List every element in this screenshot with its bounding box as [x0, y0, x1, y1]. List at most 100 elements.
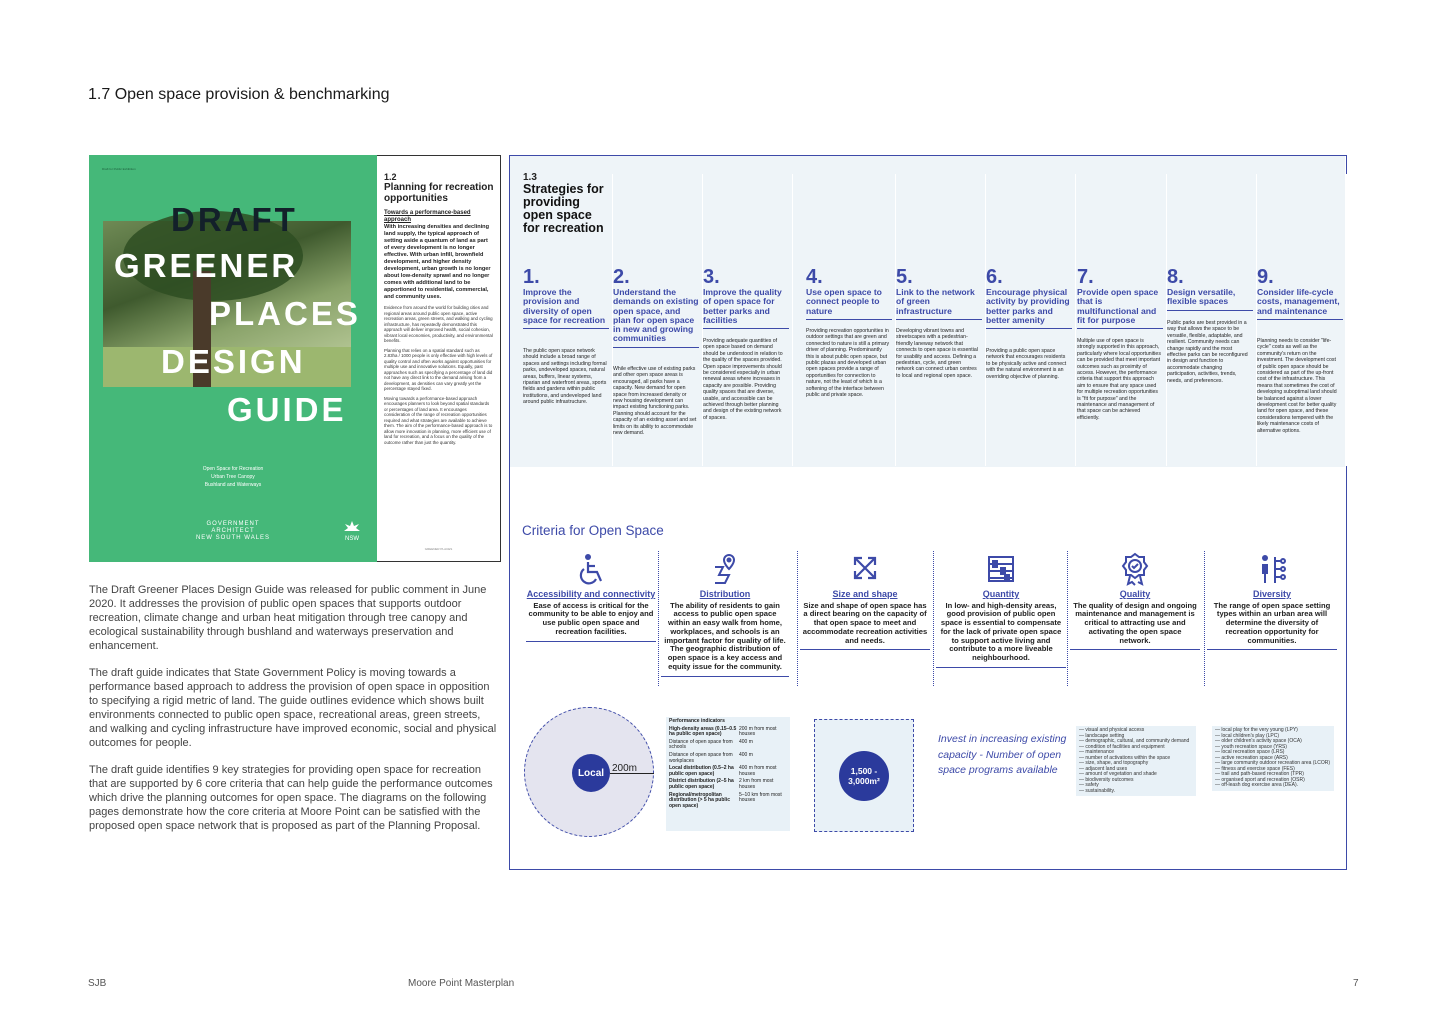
intro-paragraph: The Draft Greener Places Design Guide wa… — [89, 584, 487, 652]
list-item: — organised sport and recreation (OSR) — [1215, 776, 1305, 783]
area-marker: 1,500 - 3,000m² — [839, 751, 889, 801]
list-item: — trail and path-based recreation (TPR) — [1215, 771, 1304, 777]
walk-radius-diagram: 200m Local — [524, 707, 654, 837]
criterion-name: Quality — [1119, 589, 1151, 599]
list-item: — adjacent land uses — [1079, 765, 1128, 772]
local-marker: Local — [572, 754, 610, 792]
criterion-name: Accessibility and connectivity — [526, 589, 656, 599]
criterion-description: The ability of residents to gain access … — [661, 601, 789, 677]
strategy-number: 8. — [1167, 266, 1184, 288]
criterion-description: Ease of access is critical for the commu… — [526, 601, 656, 642]
criterion-description: The range of open space setting types wi… — [1207, 601, 1337, 651]
list-item: — size, shape, and topography — [1079, 760, 1149, 766]
cover-word: DESIGN — [161, 343, 306, 380]
page-title: 1.7 Open space provision & benchmarking — [88, 86, 390, 103]
section-lead: With increasing densities and declining … — [384, 224, 491, 300]
strategy-body: Providing adequate quantities of open sp… — [703, 338, 783, 421]
strategy-number: 7. — [1077, 266, 1094, 288]
section-subheading: Towards a performance-based approach — [384, 210, 471, 223]
strategy-body: While effective use of existing parks an… — [613, 366, 697, 437]
strategy-number: 4. — [806, 266, 823, 288]
strategy-number: 6. — [986, 266, 1003, 288]
strategy-title: Use open space to connect people to natu… — [806, 287, 892, 320]
indicator-row: Regional/metropolitan distribution (> 5 … — [669, 791, 782, 809]
quantity-note: Invest in increasing existing capacity -… — [938, 733, 1067, 776]
criteria-divider — [933, 551, 934, 686]
strategy-1: 1.Improve the provision and diversity of… — [523, 174, 613, 466]
section-body: Evidence from around the world for build… — [384, 305, 493, 343]
list-item: — large community outdoor recreation are… — [1215, 760, 1331, 766]
criteria-divider — [797, 551, 798, 686]
strategy-body: Multiple use of open space is strongly s… — [1077, 338, 1161, 421]
list-item: — fitness and exercise space (FES) — [1215, 765, 1295, 772]
indicator-row: Local distribution (0.5–2 ha public open… — [669, 765, 777, 777]
strategy-title: Consider life-cycle costs, management, a… — [1257, 287, 1343, 320]
section-number: 1.2 — [384, 172, 397, 182]
strategy-title: Improve the quality of open space for be… — [703, 287, 789, 330]
list-item: — safety — [1079, 782, 1099, 788]
radius-line — [610, 773, 654, 774]
strategy-body: The public open space network should inc… — [523, 348, 607, 406]
list-item: — sustainability. — [1079, 787, 1116, 794]
strategy-body: Planning needs to consider "life-cycle" … — [1257, 338, 1337, 434]
criteria-divider — [658, 551, 659, 686]
strategy-title: Encourage physical activity by providing… — [986, 287, 1072, 330]
strategy-body: Providing recreation opportunities in ou… — [806, 328, 890, 399]
list-item: — off-leash dog exercise area (DEA). — [1215, 782, 1299, 788]
page-number: 7 — [1353, 978, 1359, 989]
indicator-row: District distribution (2–5 ha public ope… — [669, 778, 774, 790]
criterion-name: Quantity — [982, 589, 1020, 599]
strategy-number: 1. — [523, 266, 540, 288]
nsw-logo-icon: NSW — [341, 520, 363, 542]
strategy-number: 5. — [896, 266, 913, 288]
strategy-7: 7.Provide open space that is multifuncti… — [1077, 174, 1167, 466]
strategy-body: Providing a public open space network th… — [986, 348, 1067, 380]
criteria-divider — [1067, 551, 1068, 686]
strategy-5: 5.Link to the network of green infrastru… — [896, 174, 986, 466]
list-item: — local children's play (LPC) — [1215, 732, 1280, 739]
criterion-description: Size and shape of open space has a direc… — [800, 601, 930, 651]
intro-paragraph: The draft guide identifies 9 key strateg… — [89, 764, 493, 832]
criterion-name: Size and shape — [832, 589, 898, 599]
diversity-types-list: — local play for the very young (LPY)— l… — [1212, 726, 1334, 791]
intro-text: The Draft Greener Places Design Guide wa… — [89, 583, 499, 846]
page-footer-small: GREENER PLACES — [424, 547, 453, 551]
strategy-number: 2. — [613, 266, 630, 288]
size-diagram: 1,500 - 3,000m² — [814, 719, 914, 832]
wheelchair-icon — [526, 551, 656, 587]
criteria-divider — [1204, 551, 1205, 686]
strategy-title: Design versatile, flexible spaces — [1167, 287, 1253, 311]
strategies-heading: 1.3 Strategies for providing open space … — [523, 172, 604, 235]
strategy-title: Improve the provision and diversity of o… — [523, 287, 609, 330]
strategies-panel: 1.3 Strategies for providing open space … — [509, 155, 1347, 870]
list-item: — youth recreation space (YRS) — [1215, 743, 1287, 750]
strategy-number: 9. — [1257, 266, 1274, 288]
list-item: — local recreation space (LRS) — [1215, 749, 1285, 755]
indicator-row: High-density areas (0.15–0.5 ha public o… — [669, 725, 777, 738]
list-item: — local play for the very young (LPY) — [1215, 727, 1298, 733]
list-item: — landscape setting — [1079, 732, 1125, 739]
award-icon — [1070, 551, 1200, 587]
list-item: — amount of vegetation and shade — [1079, 771, 1157, 777]
section-body: Moving towards a performance-based appro… — [384, 395, 493, 445]
list-item: — active recreation space (ARS) — [1215, 754, 1288, 761]
intro-paragraph: The draft guide indicates that State Gov… — [89, 667, 497, 749]
footer-title: Moore Point Masterplan — [408, 978, 515, 989]
cover-word: DRAFT — [171, 201, 298, 238]
list-item: — demographic, cultural, and community d… — [1079, 738, 1190, 744]
list-item: — older children's activity space (OCA) — [1215, 738, 1302, 744]
criterion-description: The quality of design and ongoing mainte… — [1070, 601, 1200, 651]
strategy-4: 4.Use open space to connect people to na… — [806, 174, 896, 466]
diversity-icon — [1207, 551, 1337, 587]
section-body: Planning that relies on a spatial standa… — [384, 347, 493, 392]
list-item: — visual and physical access — [1079, 727, 1145, 733]
criterion-name: Diversity — [1252, 589, 1292, 599]
